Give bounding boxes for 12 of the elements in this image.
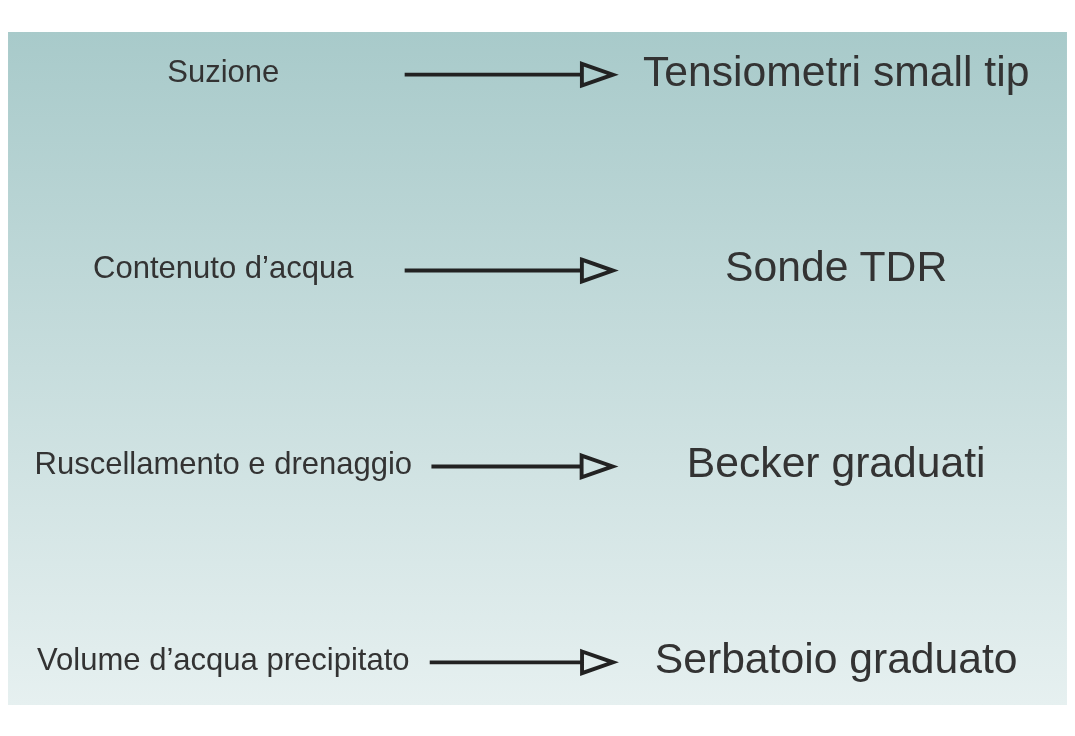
- node-text: Becker graduati: [686, 437, 986, 486]
- node-text: Contenuto d’acqua: [93, 249, 354, 285]
- node-text: Tensiometri small tip: [642, 46, 1030, 95]
- arrow: [431, 452, 619, 480]
- node-text: Suzione: [167, 53, 280, 89]
- node-text: Ruscellamento e drenaggio: [34, 445, 413, 481]
- node-text: Volume d’acqua precipitato: [37, 641, 410, 677]
- arrow: [404, 60, 619, 88]
- node-text: Sonde TDR: [725, 241, 948, 290]
- arrow: [404, 256, 619, 284]
- arrow: [429, 648, 619, 676]
- node-text: Serbatoio graduato: [654, 633, 1018, 682]
